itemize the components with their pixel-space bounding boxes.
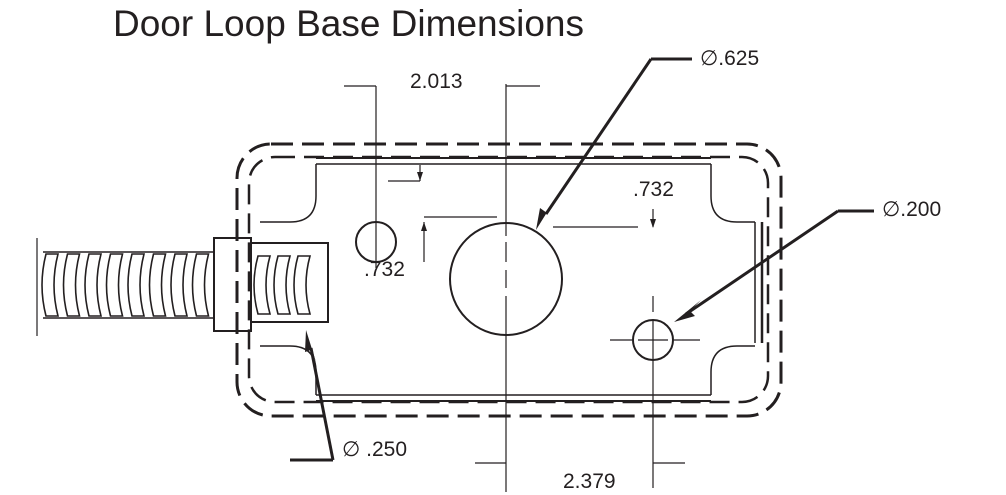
dim-625-label: ∅.625 [700, 47, 759, 70]
drawing-title: Door Loop Base Dimensions [113, 3, 584, 44]
conduit-rib [84, 253, 103, 317]
conduit-fitting-outer [213, 237, 252, 332]
dim-200-label: ∅.200 [882, 198, 941, 221]
conduit-rib [170, 253, 189, 317]
conduit-rib [293, 255, 312, 315]
dim-732-left-label: .732 [364, 258, 405, 281]
conduit-rib [148, 253, 167, 317]
conduit-rib [127, 253, 146, 317]
leader-625 [536, 57, 692, 230]
conduit-fitting-inner [250, 242, 329, 323]
bottom-flange [316, 394, 711, 402]
leader-250 [290, 330, 335, 462]
dim-732-right-label: .732 [633, 178, 674, 201]
conduit-rib [273, 255, 292, 315]
center-lines [375, 84, 700, 492]
dim-732-left-lines [388, 165, 497, 262]
conduit-rib [62, 253, 81, 317]
right-flange [754, 222, 764, 343]
dim-2379-label: 2.379 [563, 470, 616, 493]
dim-732-right-lines [553, 209, 656, 228]
inner-dashed-outline [247, 155, 770, 404]
conduit-rib [191, 253, 210, 317]
conduit-rib [41, 253, 60, 317]
conduit-inner-ribs [253, 255, 312, 315]
outer-dashed-outline [235, 142, 783, 418]
conduit-rib [253, 255, 272, 315]
top-flange [316, 157, 711, 165]
conduit-rib [105, 253, 124, 317]
corner-reliefs [260, 164, 755, 395]
dim-250-label: ∅ .250 [342, 438, 407, 461]
dim-2013-label: 2.013 [410, 70, 463, 93]
flexible-conduit [36, 238, 214, 336]
leader-200 [674, 209, 874, 322]
